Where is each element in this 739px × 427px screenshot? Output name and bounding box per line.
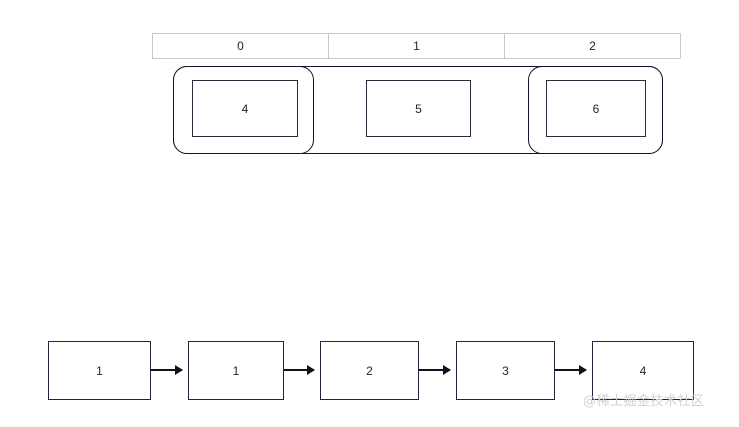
index-header-row: 0 1 2	[152, 33, 681, 59]
list-node-1: 1	[188, 341, 284, 400]
index-cell-1: 1	[329, 34, 505, 58]
watermark-text: @稀土掘金技术社区	[583, 394, 705, 409]
list-node-3: 3	[456, 341, 555, 400]
bucket-value-2: 6	[546, 80, 646, 137]
index-cell-2: 2	[505, 34, 680, 58]
list-node-4: 4	[592, 341, 694, 400]
list-arrow-2	[419, 365, 451, 375]
list-arrow-0	[151, 365, 183, 375]
list-arrow-1	[284, 365, 315, 375]
bucket-value-0: 4	[192, 80, 298, 137]
list-arrow-3	[555, 365, 587, 375]
bucket-value-1: 5	[366, 80, 471, 137]
index-cell-0: 0	[153, 34, 329, 58]
list-node-0: 1	[48, 341, 151, 400]
list-node-2: 2	[320, 341, 419, 400]
